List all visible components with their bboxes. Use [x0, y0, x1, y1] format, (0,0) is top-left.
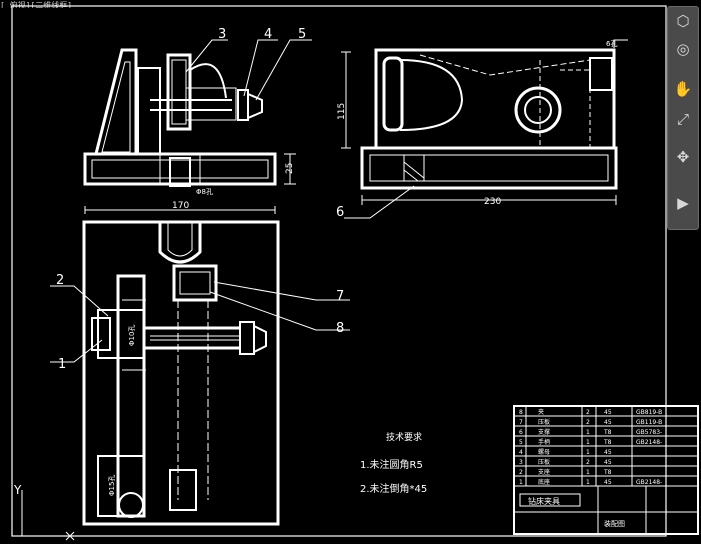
table-cell-mat: 45: [604, 449, 612, 456]
table-cell-name: 夹: [538, 408, 544, 416]
table-cell-qty: 1: [586, 449, 590, 456]
table-cell-mat: 45: [604, 479, 612, 486]
top-view: [82, 220, 280, 526]
table-cell-mat: T8: [603, 429, 612, 436]
table-cell-mat: T8: [603, 469, 612, 476]
title-block-name: 钻床夹具: [528, 496, 560, 506]
balloon-1: 1: [58, 357, 66, 372]
table-cell-mat: T8: [603, 439, 612, 446]
title-block-drawing-no: 装配图: [604, 519, 625, 528]
table-cell-qty: 2: [586, 419, 590, 426]
table-cell-no: 2: [519, 469, 523, 476]
viewport-label[interactable]: [ 俯视][二维线框]: [0, 1, 73, 8]
orbit-icon[interactable]: ✥: [676, 147, 690, 166]
leader-lines: [50, 39, 415, 363]
table-cell-no: 1: [519, 479, 523, 486]
table-cell-std: GB2148-: [636, 439, 662, 446]
pan-hand-icon[interactable]: ✋: [673, 79, 693, 98]
tech-title: 技术要求: [386, 431, 422, 443]
table-cell-qty: 1: [586, 469, 590, 476]
front-view: [83, 48, 296, 214]
balloon-8: 8: [336, 321, 344, 336]
balloon-6: 6: [336, 205, 344, 220]
dim-front-hole: Φ8孔: [196, 188, 213, 196]
drawing-frame: [11, 5, 667, 537]
table-cell-no: 8: [519, 409, 523, 416]
table-cell-name: 压板: [538, 418, 550, 426]
table-cell-name: 支撑: [538, 428, 550, 436]
table-cell-no: 5: [519, 439, 523, 446]
balloon-3: 3: [218, 27, 226, 42]
ucs-y-label: Y: [13, 483, 22, 497]
balloon-4: 4: [264, 27, 272, 42]
parts-table: [513, 405, 699, 535]
table-cell-name: 压板: [538, 458, 550, 466]
table-cell-no: 7: [519, 419, 523, 426]
table-cell-std: GB119-B: [636, 419, 662, 426]
showmotion-icon[interactable]: ▶: [677, 193, 689, 212]
dim-side-ref: 6孔: [606, 40, 617, 48]
table-cell-std: GB819-B: [636, 409, 662, 416]
table-cell-name: 支座: [538, 468, 550, 476]
table-cell-name: 螺母: [538, 448, 550, 456]
table-cell-qty: 2: [586, 459, 590, 466]
dim-top-hole-a: Φ10孔: [128, 325, 136, 346]
zoom-icon[interactable]: ⤢: [676, 109, 689, 128]
table-cell-qty: 1: [586, 429, 590, 436]
dim-front-width: 170: [172, 201, 189, 211]
table-cell-no: 6: [519, 429, 523, 436]
table-cell-no: 4: [519, 449, 523, 456]
side-view: [341, 39, 628, 205]
table-cell-qty: 1: [586, 479, 590, 486]
table-cell-mat: 45: [604, 419, 612, 426]
dim-top-hole-b: Φ15孔: [108, 475, 116, 496]
dim-side-height: 115: [337, 103, 347, 120]
balloon-2: 2: [56, 273, 64, 288]
table-cell-qty: 2: [586, 409, 590, 416]
steering-wheel-icon[interactable]: ◎: [676, 39, 690, 58]
table-cell-std: GB2148-: [636, 479, 662, 486]
table-cell-name: 底座: [538, 478, 550, 486]
view-cube-icon[interactable]: ⬡: [676, 11, 690, 30]
ucs-icon: Y: [13, 483, 75, 541]
navigation-bar: ⬡ ◎ ✋ ⤢ ✥ ▶: [667, 6, 699, 230]
tech-item-2: 2.未注倒角*45: [360, 482, 427, 495]
dim-front-height: 25: [285, 163, 295, 174]
dim-side-width: 230: [484, 197, 501, 207]
table-cell-std: GB5783-: [636, 429, 662, 436]
tech-item-1: 1.未注圆角R5: [360, 458, 423, 471]
table-cell-qty: 1: [586, 439, 590, 446]
table-cell-mat: 45: [604, 459, 612, 466]
table-cell-no: 3: [519, 459, 523, 466]
table-cell-name: 手柄: [538, 438, 550, 446]
table-cell-mat: 45: [604, 409, 612, 416]
balloon-7: 7: [336, 289, 344, 304]
balloon-5: 5: [298, 27, 306, 42]
